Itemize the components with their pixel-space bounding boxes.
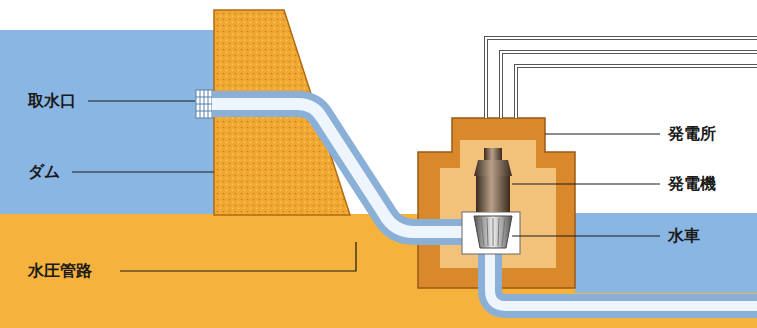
penstock [212,104,470,232]
ground [0,214,757,328]
part-label: 水車 [668,226,700,245]
power-station-inner [440,140,556,268]
tailrace-pipe [490,250,757,306]
tailwater [575,213,757,293]
part-label: ダム [28,162,60,181]
part-label: 水圧管路 [28,261,92,280]
turbine [474,216,512,248]
leader-lines [72,101,660,271]
part-label: 発電所 [668,124,716,143]
turbine-housing [462,212,520,254]
transmission-wires [486,38,757,118]
generator [474,148,512,212]
reservoir [0,30,216,216]
intake-screen [196,90,212,118]
part-label: 取水口 [28,91,76,110]
part-label: 発電機 [668,174,716,193]
